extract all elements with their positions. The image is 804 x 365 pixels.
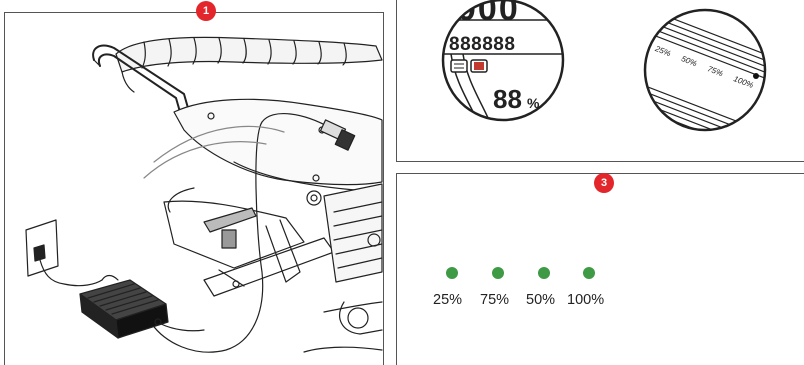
display-percent-symbol: % [527, 95, 540, 111]
indicator-light-25 [446, 267, 458, 279]
engine [324, 184, 382, 282]
frame [164, 175, 334, 296]
indicator-label-25: 25% [433, 292, 462, 308]
indicator-light-50 [538, 267, 550, 279]
indicator-light-75 [492, 267, 504, 279]
display-digits-row: 888888 [449, 34, 515, 55]
scale-magnifier: 25% 50% 75% 100% [635, 0, 775, 140]
footpeg [204, 208, 256, 248]
wall-outlet-icon [26, 220, 102, 286]
indicator-label-50: 50% [526, 292, 555, 308]
indicator-label-75: 75% [480, 292, 509, 308]
motorcycle-charging-illustration [4, 12, 384, 365]
display-digits-big: 88 [493, 84, 522, 114]
step-badge-3: 3 [594, 173, 614, 193]
indicator-light-100 [583, 267, 595, 279]
scale-label-25: 25% [653, 44, 672, 59]
panel-display-closeups: 000 888888 88 % 25% 50% 75% 100% [396, 0, 804, 162]
charger-icon [80, 275, 204, 338]
scale-indicator-dot [753, 73, 759, 79]
step-badge-1: 1 [196, 1, 216, 21]
lcd-display-magnifier: 000 888888 88 % [433, 0, 573, 130]
indicator-label-100: 100% [567, 292, 604, 308]
display-digits-top: 000 [457, 0, 520, 28]
scale-label-75: 75% [706, 64, 724, 78]
scale-label-100: 100% [732, 74, 754, 90]
scale-label-50: 50% [680, 54, 698, 68]
panel-charge-indicators: 3 25% 75% 50% 100% [396, 173, 804, 365]
panel-charging-illustration: 1 [4, 12, 384, 365]
